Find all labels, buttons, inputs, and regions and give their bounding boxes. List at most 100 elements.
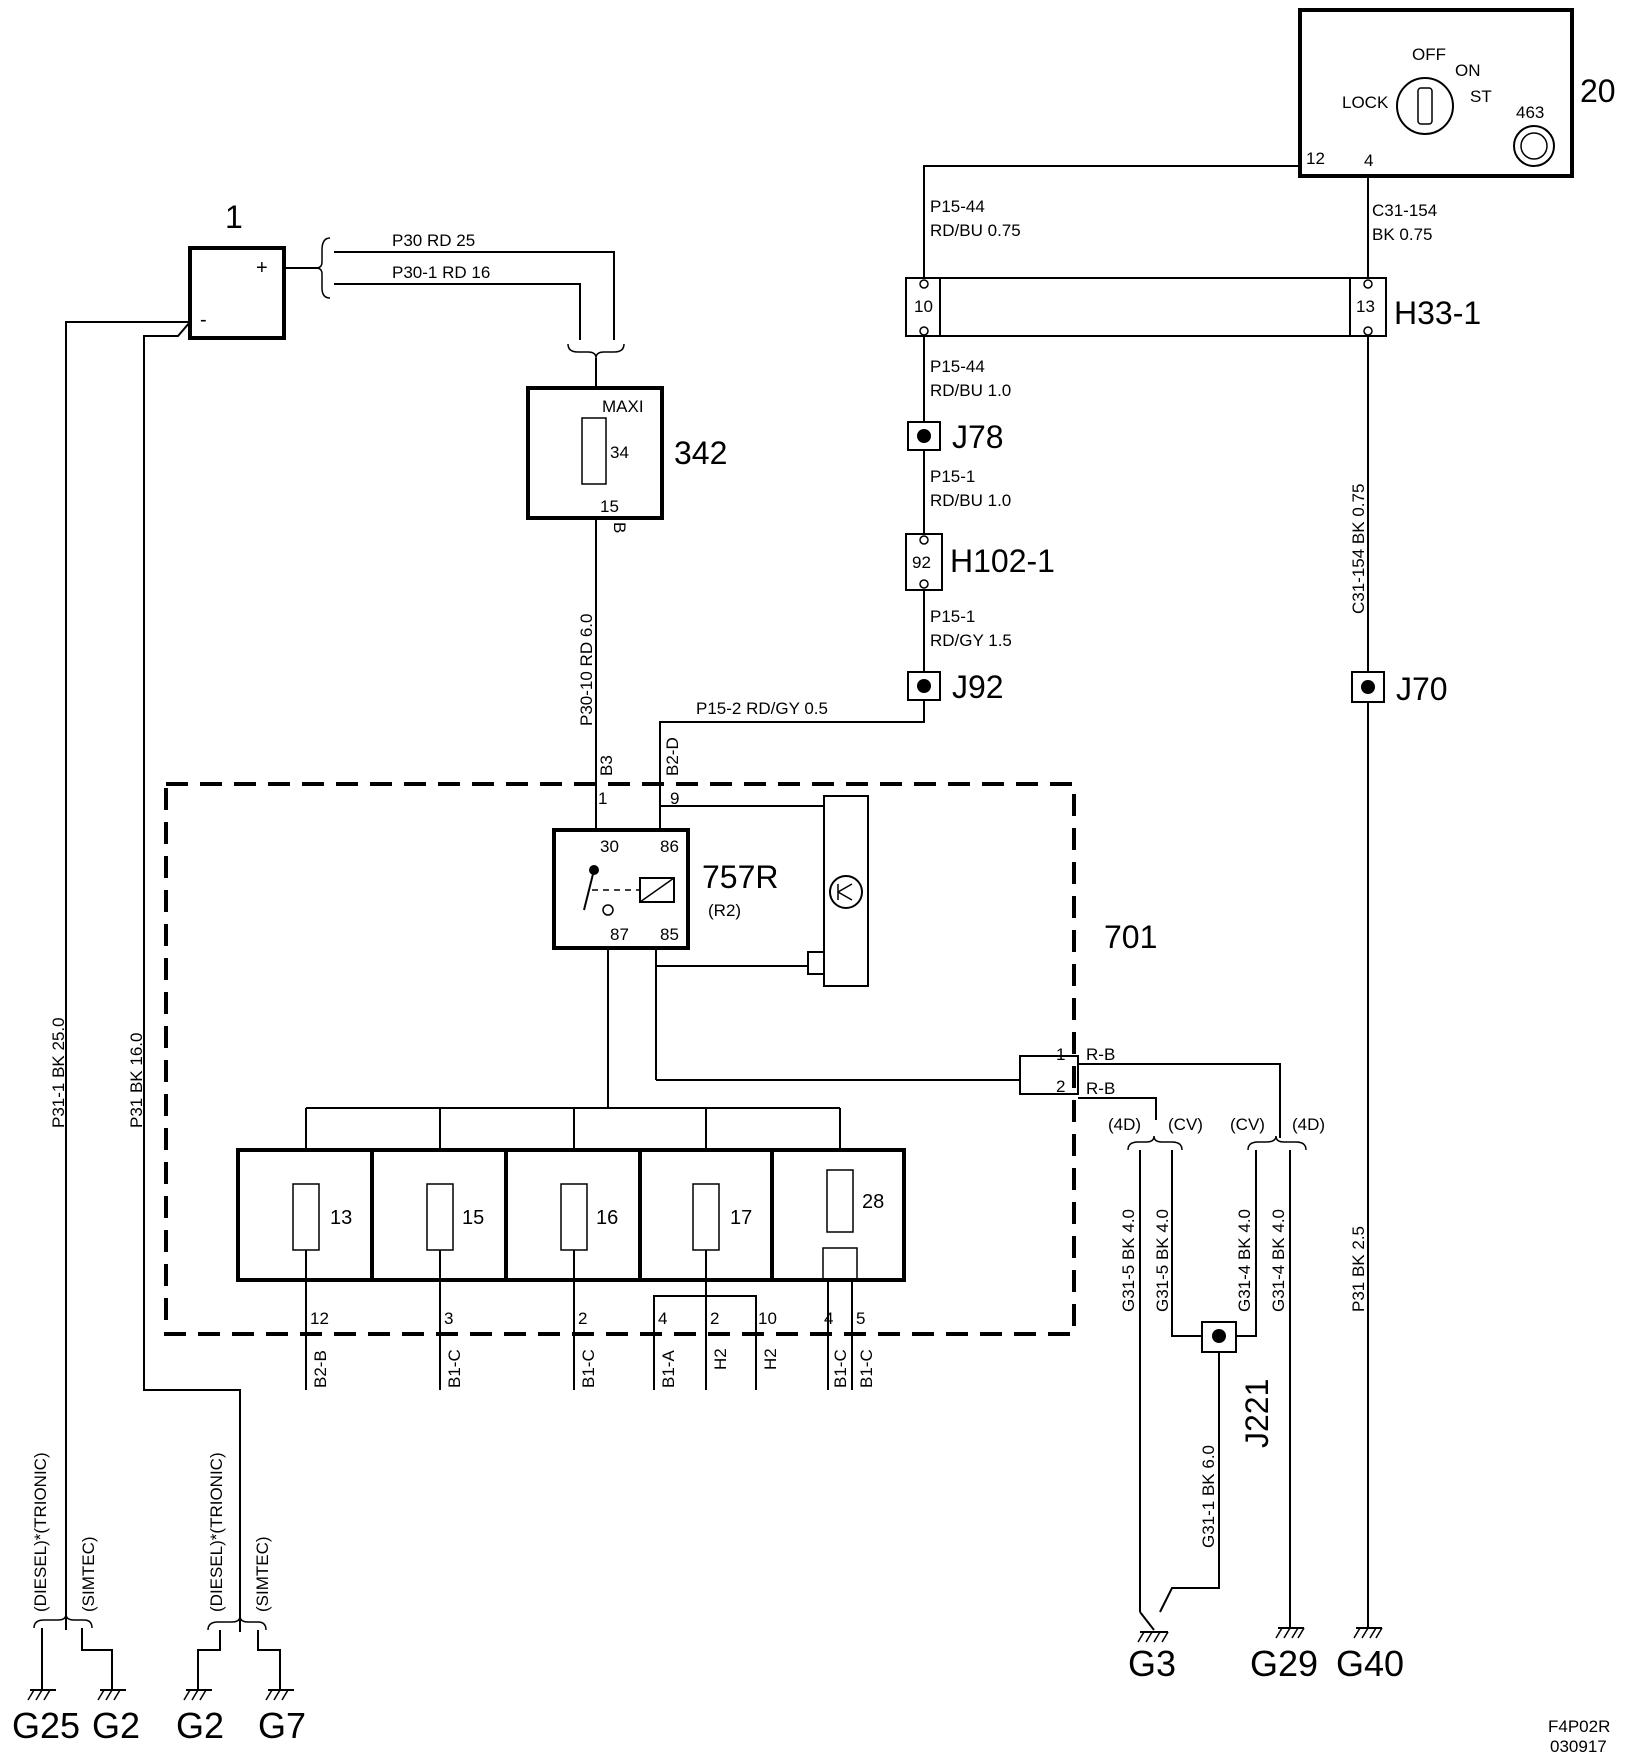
connector-h102-1: 92 H102-1	[905, 533, 1055, 591]
wire-c31-top-b: BK 0.75	[1372, 225, 1433, 244]
immobilizer-label: 463	[1516, 103, 1544, 122]
svg-text:B1-C: B1-C	[579, 1349, 598, 1388]
svg-text:+: +	[256, 257, 268, 279]
fuse-15: 15	[462, 1207, 484, 1229]
ground-g29: G29	[1250, 1643, 1318, 1684]
svg-text:2: 2	[710, 1309, 719, 1328]
ground-g3: G3	[1128, 1643, 1176, 1684]
svg-text:B1-A: B1-A	[659, 1350, 678, 1388]
svg-text:757R: 757R	[702, 859, 779, 895]
ignition-on-label: ON	[1455, 61, 1481, 80]
variant-4d-b: (4D)	[1292, 1115, 1325, 1134]
svg-text:4: 4	[824, 1309, 833, 1328]
svg-text:H2: H2	[711, 1348, 730, 1370]
svg-text:1: 1	[225, 199, 243, 235]
svg-text:J78: J78	[952, 419, 1004, 455]
svg-text:85: 85	[660, 925, 679, 944]
svg-text:J92: J92	[952, 669, 1004, 705]
svg-text:MAXI: MAXI	[602, 397, 644, 416]
wire-p31-1: P31-1 BK 25.0	[49, 1017, 68, 1128]
fusebox-output-connector: 1 2 R-B R-B	[656, 1045, 1115, 1098]
svg-text:2: 2	[578, 1309, 587, 1328]
svg-text:J70: J70	[1396, 671, 1448, 707]
variant-cv-a: (CV)	[1168, 1115, 1203, 1134]
wire-p30: P30 RD 25	[392, 231, 475, 250]
svg-text:10: 10	[758, 1309, 777, 1328]
variant-4d-a: (4D)	[1108, 1115, 1141, 1134]
variant-diesel-trionic-2: (DIESEL)*(TRIONIC)	[207, 1452, 226, 1612]
ignition-lock-label: LOCK	[1342, 93, 1389, 112]
control-module	[807, 795, 869, 987]
wire-p31-right: P31 BK 2.5	[1349, 1226, 1368, 1312]
battery: 1 + -	[188, 199, 286, 340]
svg-text:34: 34	[610, 443, 629, 462]
junction-j92: J92	[907, 669, 1004, 705]
svg-text:30: 30	[600, 837, 619, 856]
svg-text:B1-C: B1-C	[445, 1349, 464, 1388]
wire-p30-10: P30-10 RD 6.0	[577, 614, 596, 726]
ground-g7: G7	[258, 1705, 306, 1746]
figure-code: F4P02R	[1548, 1717, 1610, 1736]
svg-text:92: 92	[912, 553, 931, 572]
svg-text:5: 5	[856, 1309, 865, 1328]
wire-p15-44-bot-a: P15-44	[930, 357, 985, 376]
svg-text:12: 12	[310, 1309, 329, 1328]
svg-text:(R2): (R2)	[708, 901, 741, 920]
svg-text:R-B: R-B	[1086, 1045, 1115, 1064]
ground-g40: G40	[1336, 1643, 1404, 1684]
svg-text:B1-C: B1-C	[831, 1349, 850, 1388]
relay-757r: 30 86 87 85 757R (R2)	[552, 828, 779, 950]
ignition-st-label: ST	[1470, 87, 1492, 106]
wire-p30-1: P30-1 RD 16	[392, 263, 490, 282]
wire-g31-4-b: G31-4 BK 4.0	[1269, 1209, 1288, 1312]
wire-p15-2: P15-2 RD/GY 0.5	[696, 699, 828, 718]
h33-id: H33-1	[1394, 295, 1481, 331]
wire-p31: P31 BK 16.0	[127, 1033, 146, 1128]
svg-text:3: 3	[444, 1309, 453, 1328]
ground-g25: G25	[12, 1705, 80, 1746]
svg-text:-: -	[200, 309, 207, 331]
svg-text:B2-B: B2-B	[311, 1350, 330, 1388]
fuse-outputs: 12 3 2 4 2 10 4 5 B2-B B1-C B1-C B1-A H2…	[305, 1250, 876, 1390]
svg-text:1: 1	[1056, 1045, 1065, 1064]
ground-g2-b: G2	[176, 1705, 224, 1746]
wire-g31-5-a: G31-5 BK 4.0	[1119, 1209, 1138, 1312]
ignition-switch-id: 20	[1580, 73, 1616, 109]
svg-text:86: 86	[660, 837, 679, 856]
ground-g2-a: G2	[92, 1705, 140, 1746]
svg-text:4: 4	[658, 1309, 667, 1328]
fusebox-pin-1: 1	[598, 789, 607, 808]
svg-text:H102-1: H102-1	[950, 543, 1055, 579]
wire-p15-1-b: RD/BU 1.0	[930, 491, 1011, 510]
junction-j221: J221	[1201, 1321, 1275, 1448]
wire-p15-44-top-a: P15-44	[930, 197, 985, 216]
fusebox-pin-9: 9	[670, 789, 679, 808]
variant-diesel-trionic-1: (DIESEL)*(TRIONIC)	[31, 1452, 50, 1612]
svg-text:J221: J221	[1239, 1379, 1275, 1448]
h33-pin-10: 10	[914, 297, 933, 316]
fuse-28: 28	[862, 1191, 884, 1213]
junction-j78: J78	[907, 419, 1004, 455]
wire-g31-4-a: G31-4 BK 4.0	[1235, 1209, 1254, 1312]
wire-g31-1: G31-1 BK 6.0	[1199, 1445, 1218, 1548]
fuse-box-701	[164, 782, 1076, 1336]
variant-simtec-1: (SIMTEC)	[79, 1536, 98, 1612]
junction-j70: J70	[1351, 671, 1448, 707]
wire-g31-5-b: G31-5 BK 4.0	[1153, 1209, 1172, 1312]
svg-text:H2: H2	[761, 1348, 780, 1370]
wire-p15-1-d: RD/GY 1.5	[930, 631, 1012, 650]
wire-p15-44-top-b: RD/BU 0.75	[930, 221, 1021, 240]
connector-h33-1: 10 13 H33-1	[905, 277, 1481, 337]
wire-p15-1-c: P15-1	[930, 607, 975, 626]
svg-text:B1-C: B1-C	[857, 1349, 876, 1388]
ignition-off-label: OFF	[1412, 45, 1446, 64]
svg-text:2: 2	[1056, 1077, 1065, 1096]
svg-text:342: 342	[674, 435, 727, 471]
svg-text:15: 15	[600, 497, 619, 516]
svg-text:R-B: R-B	[1086, 1079, 1115, 1098]
svg-text:87: 87	[610, 925, 629, 944]
conn-b2-d: B2-D	[663, 737, 682, 776]
wire-p15-44-bot-b: RD/BU 1.0	[930, 381, 1011, 400]
maxi-fuse-342: MAXI 34 15 342 B	[526, 386, 727, 533]
